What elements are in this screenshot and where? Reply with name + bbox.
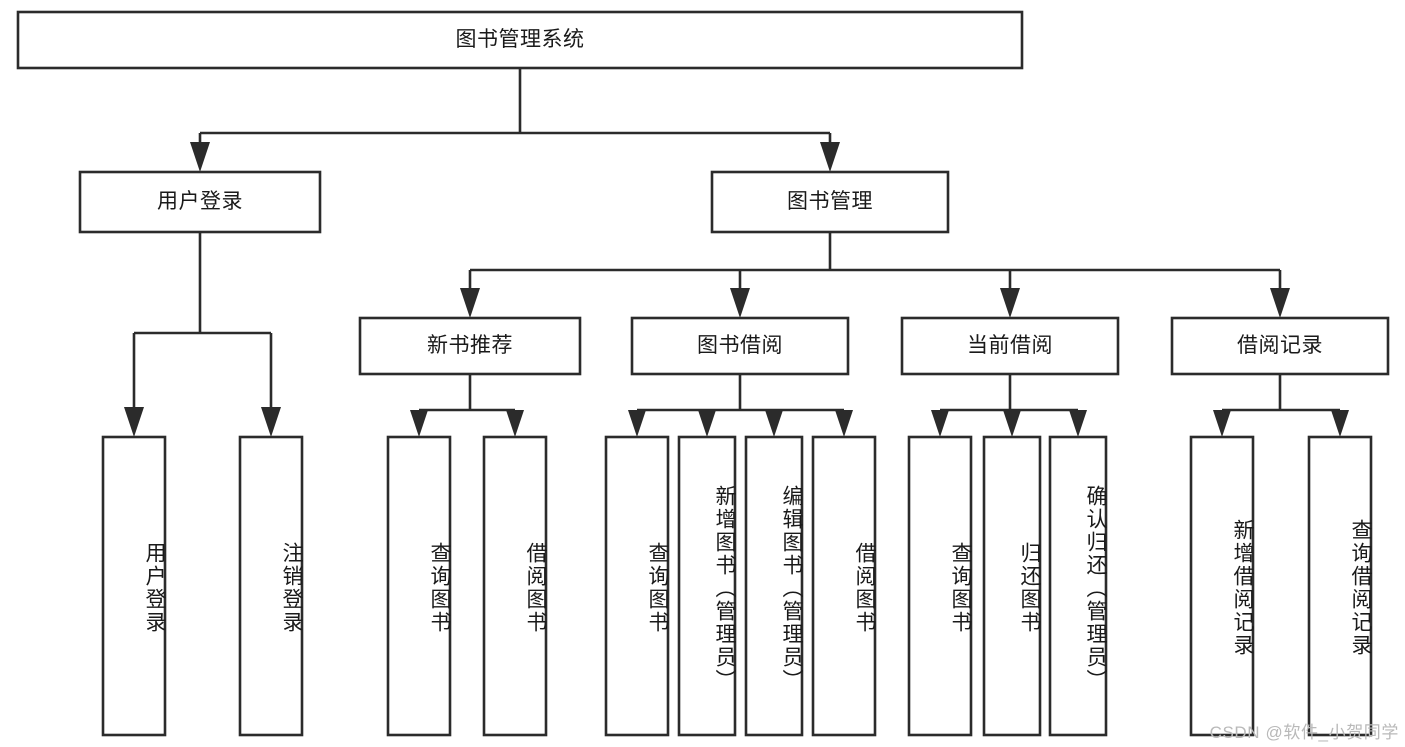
- leaf-node-box-借阅图书[interactable]: [482, 435, 548, 737]
- leaf-node-box-查询图书[interactable]: [604, 435, 670, 737]
- arrow-head-leaf-logout: [261, 407, 281, 437]
- leaf-node-box-借阅图书[interactable]: [811, 435, 877, 737]
- arrow-head-book-mgmt: [820, 142, 840, 172]
- level2-node-box-用户登录[interactable]: [78, 170, 322, 234]
- watermark-text: CSDN @软件_小贺同学: [1209, 723, 1399, 742]
- arrow-head-leaf-borrow-book-2: [835, 410, 853, 437]
- level3-node-box-图书借阅[interactable]: [630, 316, 850, 376]
- arrow-head-user-login: [190, 142, 210, 172]
- leaf-node-box-查询借阅记录[interactable]: [1307, 435, 1373, 737]
- connector-group: [124, 68, 1349, 437]
- leaf-node-box-编辑图书管理员[interactable]: [744, 435, 804, 737]
- arrow-head-leaf-edit-book: [765, 410, 783, 437]
- leaf-node-box-查询图书[interactable]: [907, 435, 973, 737]
- level2-node-box-图书管理[interactable]: [710, 170, 950, 234]
- arrow-head-leaf-query-record: [1331, 410, 1349, 437]
- arrow-head-leaf-query-book-3: [931, 410, 949, 437]
- leaf-node-box-用户登录[interactable]: [101, 435, 167, 737]
- arrow-head-leaf-user-login: [124, 407, 144, 437]
- node-box-group: [16, 10, 1390, 737]
- arrow-head-leaf-query-book-2: [628, 410, 646, 437]
- arrow-head-leaf-borrow-book-1: [506, 410, 524, 437]
- arrow-head-leaf-add-book: [698, 410, 716, 437]
- level3-node-box-新书推荐[interactable]: [358, 316, 582, 376]
- leaf-node-box-新增图书管理员[interactable]: [677, 435, 737, 737]
- arrow-head-borrow-record: [1270, 288, 1290, 318]
- arrow-head-leaf-query-book-1: [410, 410, 428, 437]
- arrow-head-book-borrow: [730, 288, 750, 318]
- arrow-head-current-borrow: [1000, 288, 1020, 318]
- leaf-node-box-确认归还管理员[interactable]: [1048, 435, 1108, 737]
- arrow-head-leaf-add-record: [1213, 410, 1231, 437]
- arrow-head-leaf-confirm-return: [1069, 410, 1087, 437]
- level3-node-box-当前借阅[interactable]: [900, 316, 1120, 376]
- arrow-head-new-book-rec: [460, 288, 480, 318]
- root-node-box-图书管理系统[interactable]: [16, 10, 1024, 70]
- leaf-node-box-新增借阅记录[interactable]: [1189, 435, 1255, 737]
- leaf-node-box-查询图书[interactable]: [386, 435, 452, 737]
- arrow-head-leaf-return-book: [1003, 410, 1021, 437]
- leaf-node-box-归还图书[interactable]: [982, 435, 1042, 737]
- leaf-node-box-注销登录[interactable]: [238, 435, 304, 737]
- level3-node-box-借阅记录[interactable]: [1170, 316, 1390, 376]
